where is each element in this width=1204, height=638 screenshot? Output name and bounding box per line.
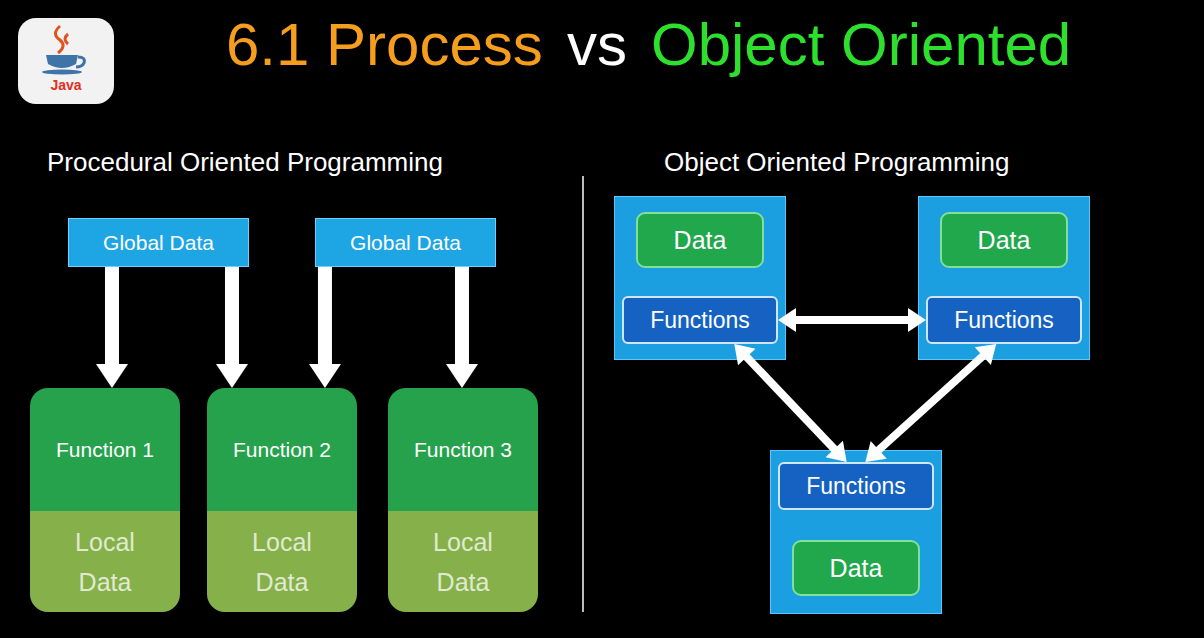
arrow-shaft	[877, 355, 984, 451]
functions-box: Functions	[926, 296, 1082, 344]
function-name: Function 2	[207, 388, 357, 511]
data-box: Data	[636, 212, 764, 268]
arrow-shaft	[105, 267, 119, 366]
section-heading: Procedural Oriented Programming	[47, 148, 443, 178]
functions-box: Functions	[778, 462, 934, 510]
arrow-head	[216, 364, 248, 388]
section-divider	[582, 176, 584, 612]
object-box: DataFunctions	[918, 196, 1090, 360]
connector-arrow	[446, 267, 478, 388]
logo-steam	[65, 34, 68, 44]
arrow-head	[96, 364, 128, 388]
global-data-box: Global Data	[315, 218, 496, 267]
connector-arrow	[96, 267, 128, 388]
box-label: Data	[978, 226, 1031, 255]
box-label: Functions	[954, 307, 1054, 334]
arrow-shaft	[318, 267, 332, 366]
box-label: Functions	[806, 473, 906, 500]
function-name: Function 3	[388, 388, 538, 511]
function-box: Function 2Local Data	[207, 388, 357, 612]
logo-saucer	[42, 70, 82, 75]
data-box: Data	[940, 212, 1068, 268]
object-box: DataFunctions	[614, 196, 786, 360]
java-logo	[18, 18, 114, 104]
logo-cup	[46, 55, 78, 68]
data-box: Data	[792, 540, 920, 596]
local-data-label: Local Data	[388, 511, 538, 612]
arrow-shaft	[745, 356, 835, 451]
logo-steam	[56, 26, 64, 53]
global-data-box: Global Data	[68, 218, 249, 267]
title-text: vs	[567, 10, 627, 79]
box-label: Data	[830, 554, 883, 583]
arrow-head	[309, 364, 341, 388]
local-data-label: Local Data	[30, 511, 180, 612]
logo-handle	[76, 57, 84, 67]
title-text: Object Oriented	[651, 10, 1071, 79]
logo-tile	[18, 18, 114, 104]
box-label: Global Data	[350, 231, 461, 255]
connector-arrow	[734, 344, 846, 462]
title-text: 6.1 Process	[226, 10, 543, 79]
box-label: Data	[674, 226, 727, 255]
connector-arrow	[865, 344, 996, 462]
functions-box: Functions	[622, 296, 778, 344]
arrow-shaft	[225, 267, 239, 366]
arrow-head	[446, 364, 478, 388]
function-box: Function 3Local Data	[388, 388, 538, 612]
section-heading: Object Oriented Programming	[664, 148, 1009, 178]
object-box: FunctionsData	[770, 450, 942, 614]
connector-arrow	[778, 308, 926, 332]
box-label: Global Data	[103, 231, 214, 255]
function-box: Function 1Local Data	[30, 388, 180, 612]
function-name: Function 1	[30, 388, 180, 511]
arrow-shaft	[794, 316, 910, 324]
box-label: Functions	[650, 307, 750, 334]
logo-text: Java	[18, 77, 114, 93]
connector-arrow	[309, 267, 341, 388]
local-data-label: Local Data	[207, 511, 357, 612]
arrow-shaft	[455, 267, 469, 366]
connector-arrow	[216, 267, 248, 388]
